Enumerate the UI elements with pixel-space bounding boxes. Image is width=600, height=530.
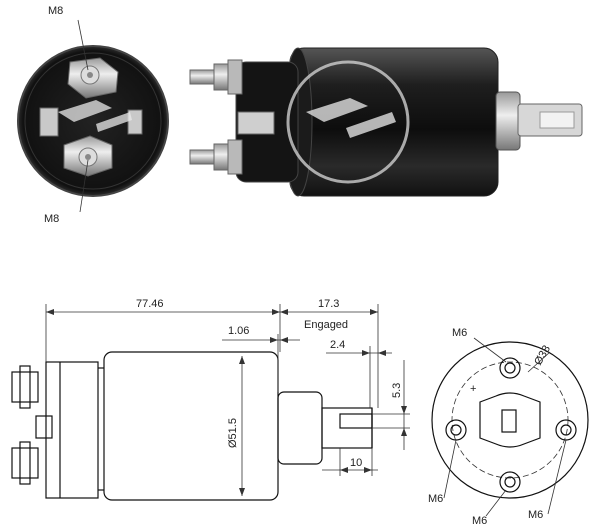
end-outer-circle — [431, 341, 589, 499]
end-view-photo: M8 M8 — [17, 5, 169, 225]
hole-label-left: M6 — [428, 493, 443, 505]
end-technical-drawing: + Ø38 M6 M6 M6 M6 — [428, 327, 589, 527]
overall-length-dim: 77.46 — [136, 298, 164, 310]
upper-stud — [189, 59, 243, 95]
solenoid-body — [103, 351, 279, 501]
top-terminal-stud — [67, 57, 119, 99]
lower-stud — [189, 139, 243, 175]
plus-mark: + — [470, 383, 476, 395]
shaft-step-dim: 2.4 — [330, 339, 345, 351]
mounting-hole-left — [445, 419, 467, 441]
terminal-block — [45, 361, 99, 499]
spade-terminal — [237, 111, 275, 135]
hole-label-bottom: M6 — [472, 515, 487, 527]
bottom-terminal-label: M8 — [44, 213, 59, 225]
bolt-circle-dim: Ø38 — [532, 343, 553, 367]
zm-logo-side — [286, 60, 410, 184]
slot-width-dim: 5.3 — [391, 383, 403, 398]
mounting-hole-top — [499, 357, 521, 379]
top-terminal-leader — [77, 19, 89, 71]
zm-logo-end — [58, 100, 132, 132]
hole-label-right: M6 — [528, 509, 543, 521]
bottom-terminal-leader — [79, 159, 89, 213]
top-terminal-label: M8 — [48, 5, 63, 17]
mounting-hole-right — [555, 419, 577, 441]
diameter-dim: Ø51.5 — [227, 418, 239, 448]
engaged-label: Engaged — [304, 319, 348, 331]
offset-dim: 1.06 — [228, 325, 249, 337]
bottom-terminal-stud — [63, 135, 113, 177]
shaft-length-dim: 10 — [350, 457, 362, 469]
hole-label-top: M6 — [452, 327, 467, 339]
side-view-photo — [189, 47, 583, 197]
engaged-travel-dim: 17.3 — [318, 298, 339, 310]
mounting-hole-bottom — [499, 471, 521, 493]
side-technical-drawing: 77.46 17.3 Engaged 1.06 2.4 5.3 Ø51.5 — [11, 298, 410, 501]
